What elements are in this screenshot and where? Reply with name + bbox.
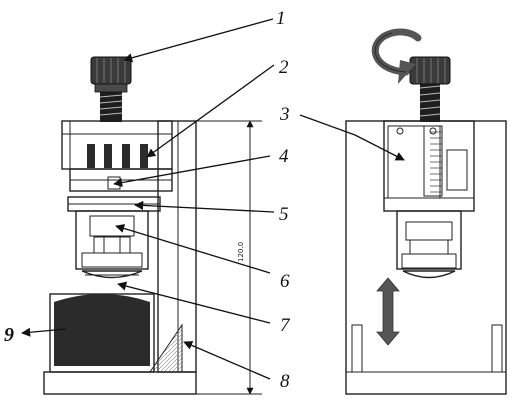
- sample: [54, 294, 150, 366]
- label-5: 5: [279, 204, 289, 225]
- screw-bar: [122, 144, 130, 168]
- label-4: 4: [279, 146, 289, 167]
- scale-ticks: [430, 131, 442, 193]
- curved-arrow-icon: [371, 28, 422, 84]
- screw-bar: [140, 144, 148, 168]
- left-view: 120.0: [43, 56, 262, 395]
- left-upper-housing: [61, 120, 173, 170]
- label-2: 2: [279, 57, 289, 78]
- right-sensor-body: [396, 210, 462, 270]
- dimension-text: 120.0: [237, 242, 245, 262]
- label-3: 3: [279, 104, 290, 125]
- label-6: 6: [280, 271, 290, 292]
- label-7: 7: [280, 315, 291, 336]
- right-threaded-shaft: [420, 82, 440, 122]
- label-1: 1: [276, 8, 286, 29]
- sensor-body: [75, 210, 149, 270]
- left-base-plate: [43, 371, 197, 395]
- right-frame: [345, 120, 507, 395]
- screw-bar: [87, 144, 95, 168]
- right-view: [345, 28, 507, 395]
- left-support-wedge: [149, 323, 183, 373]
- right-adjust-knob: [409, 56, 451, 85]
- scale-ruler: [423, 125, 443, 197]
- double-vertical-arrow-icon: [376, 277, 400, 346]
- indenter-tip: [81, 270, 143, 279]
- screw-bar: [104, 144, 112, 168]
- label-9: 9: [4, 324, 14, 346]
- leader-lines: [21, 18, 405, 380]
- label-8: 8: [280, 371, 290, 392]
